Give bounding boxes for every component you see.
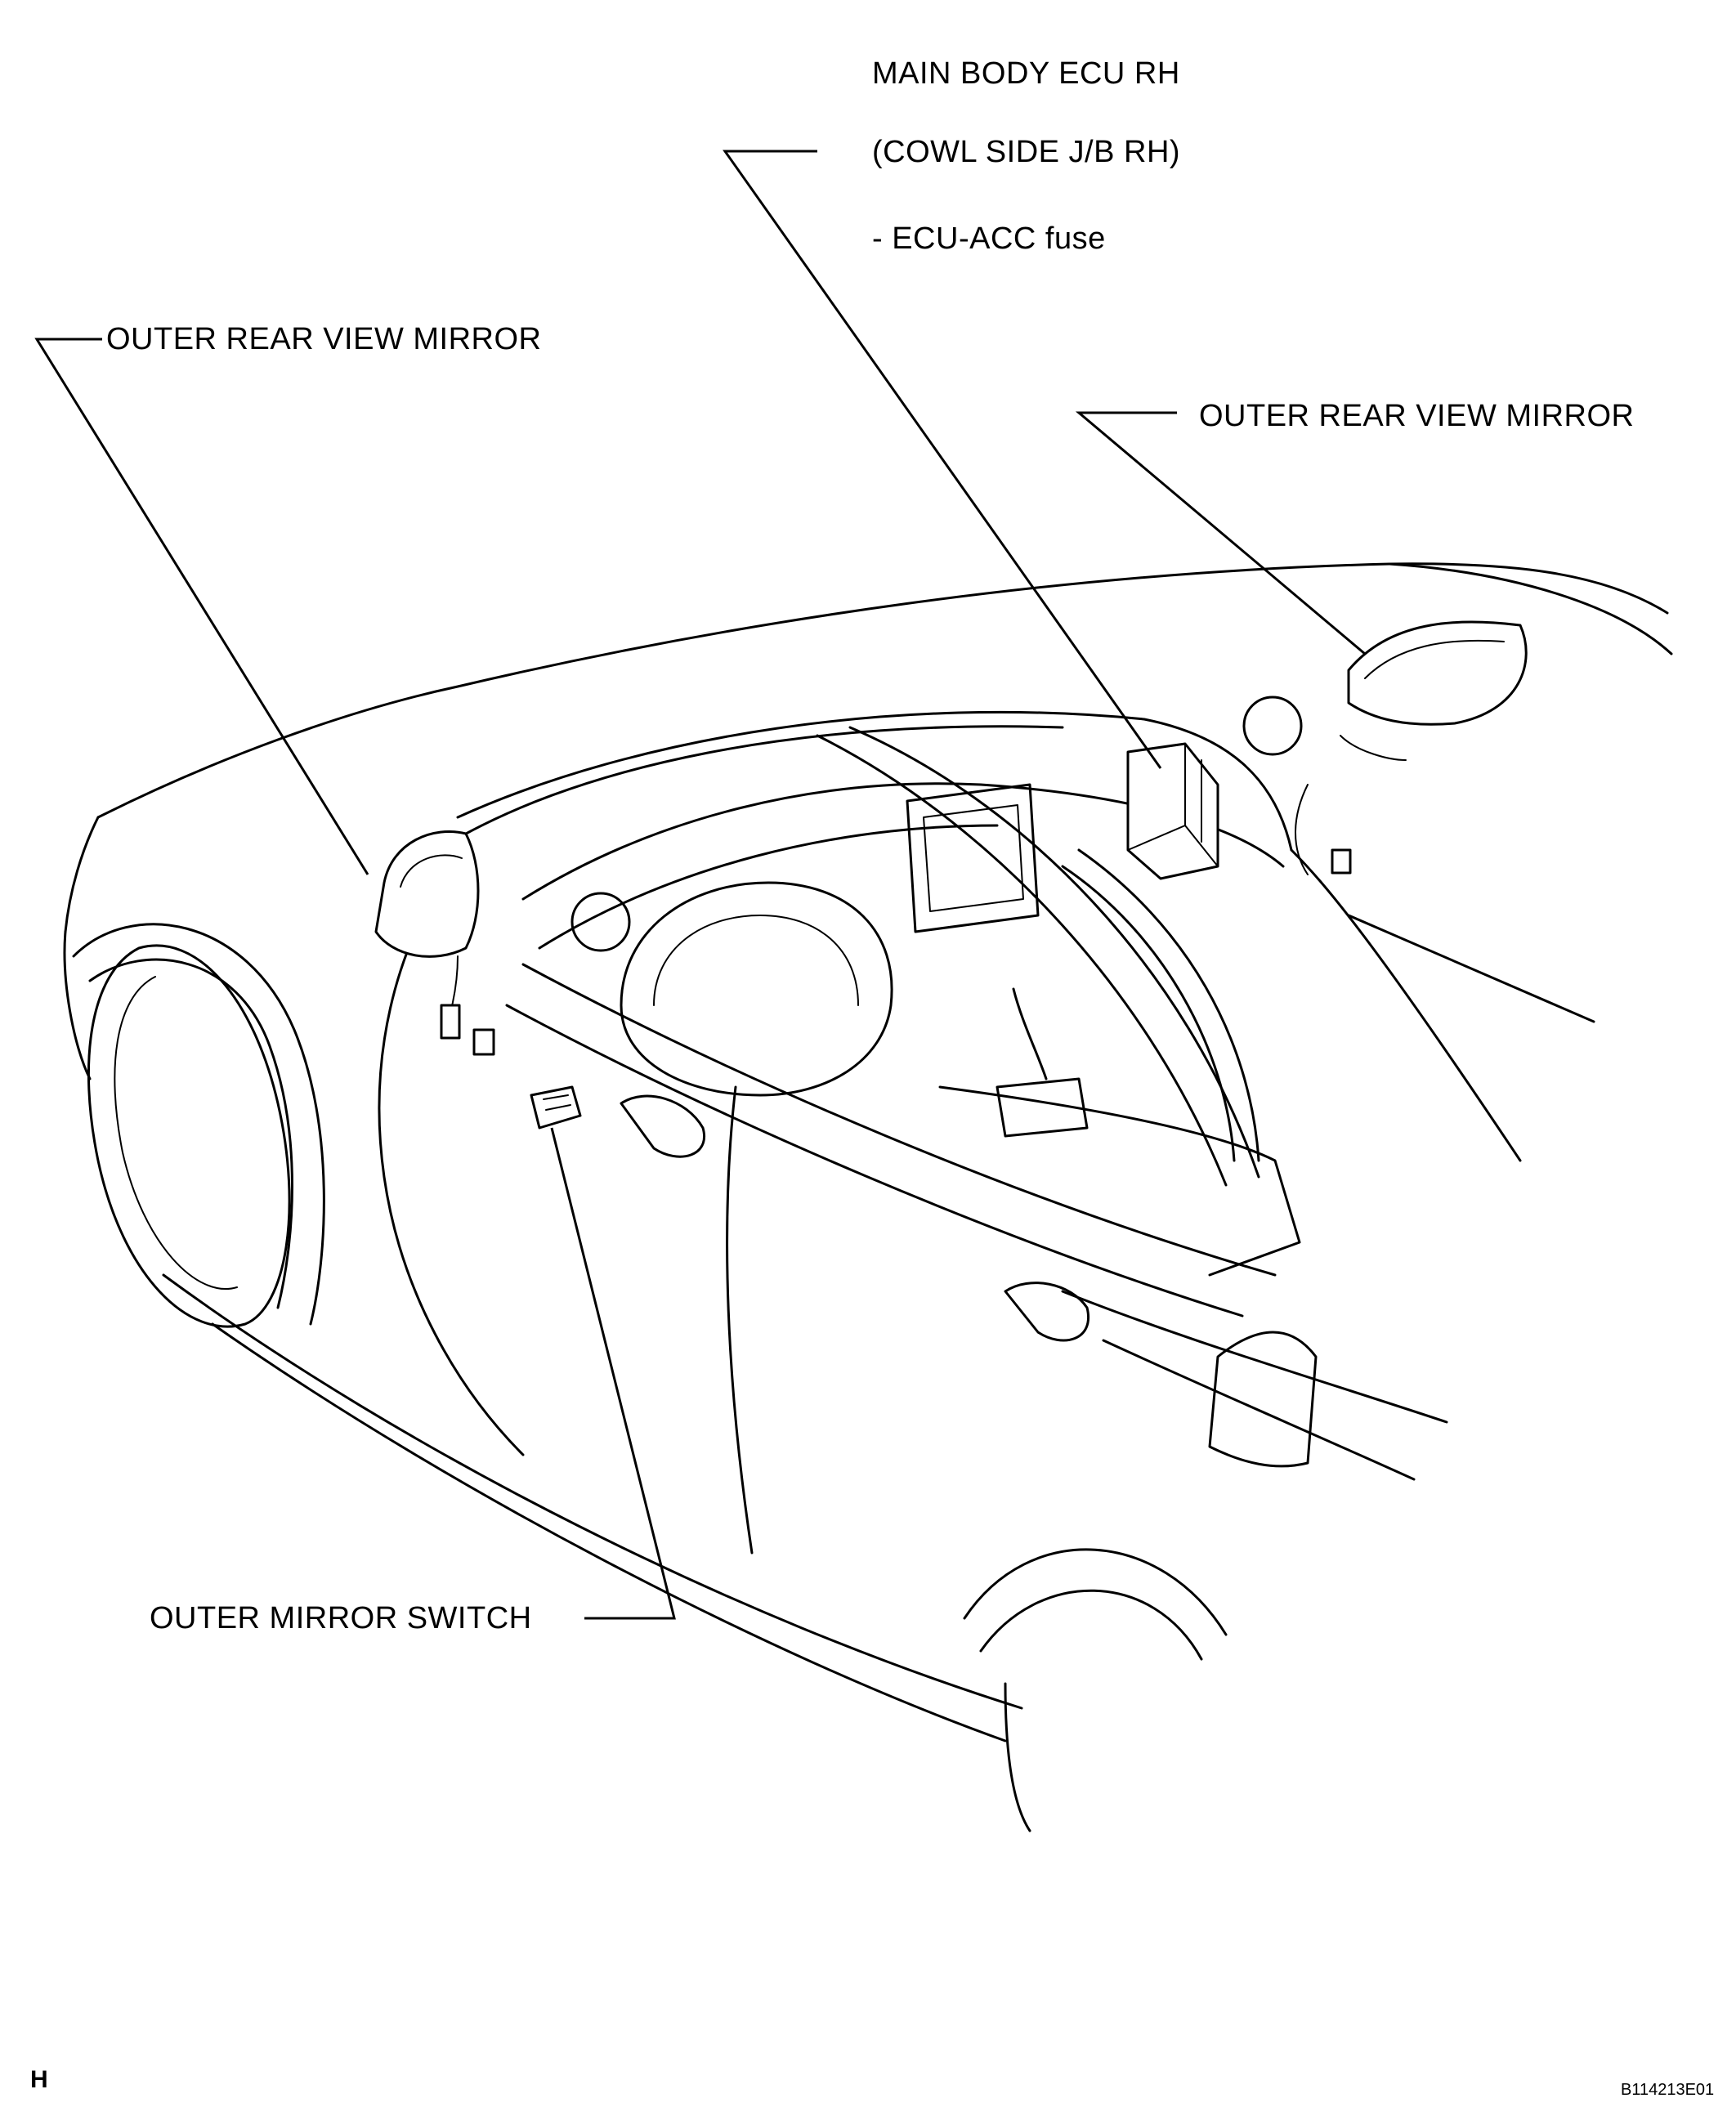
main-body-ecu [1126,742,1219,880]
interior-outline [423,696,1595,1277]
mirror-switch-label: OUTER MIRROR SWITCH [150,1601,532,1635]
main-body-ecu-line2: (COWL SIDE J/B RH) [872,135,1181,169]
right-mirror-label: OUTER REAR VIEW MIRROR [1199,399,1635,433]
left-mirror-label: OUTER REAR VIEW MIRROR [106,322,542,356]
main-body-ecu-label: MAIN BODY ECU RH [872,56,1180,92]
leader-left-mirror [34,338,369,875]
figure-id: B114213E01 [1621,2081,1715,2099]
main-body-ecu-line3: - ECU-ACC fuse [872,221,1106,256]
leader-main-body-ecu [723,150,1162,769]
ecu-acc-fuse-label: - ECU-ACC fuse [872,221,1106,257]
left-mirror [374,830,495,1056]
right-mirror [1295,620,1528,875]
leader-lines [34,150,1366,1620]
page-mark: H [30,2066,48,2093]
main-body-ecu-line1: MAIN BODY ECU RH [872,56,1180,91]
car-body-outline [63,562,1673,1832]
leader-right-mirror [1075,411,1366,655]
leader-mirror-switch [550,1127,676,1620]
cowl-side-jb-label: (COWL SIDE J/B RH) [872,134,1180,170]
outer-mirror-switch [530,1085,582,1130]
